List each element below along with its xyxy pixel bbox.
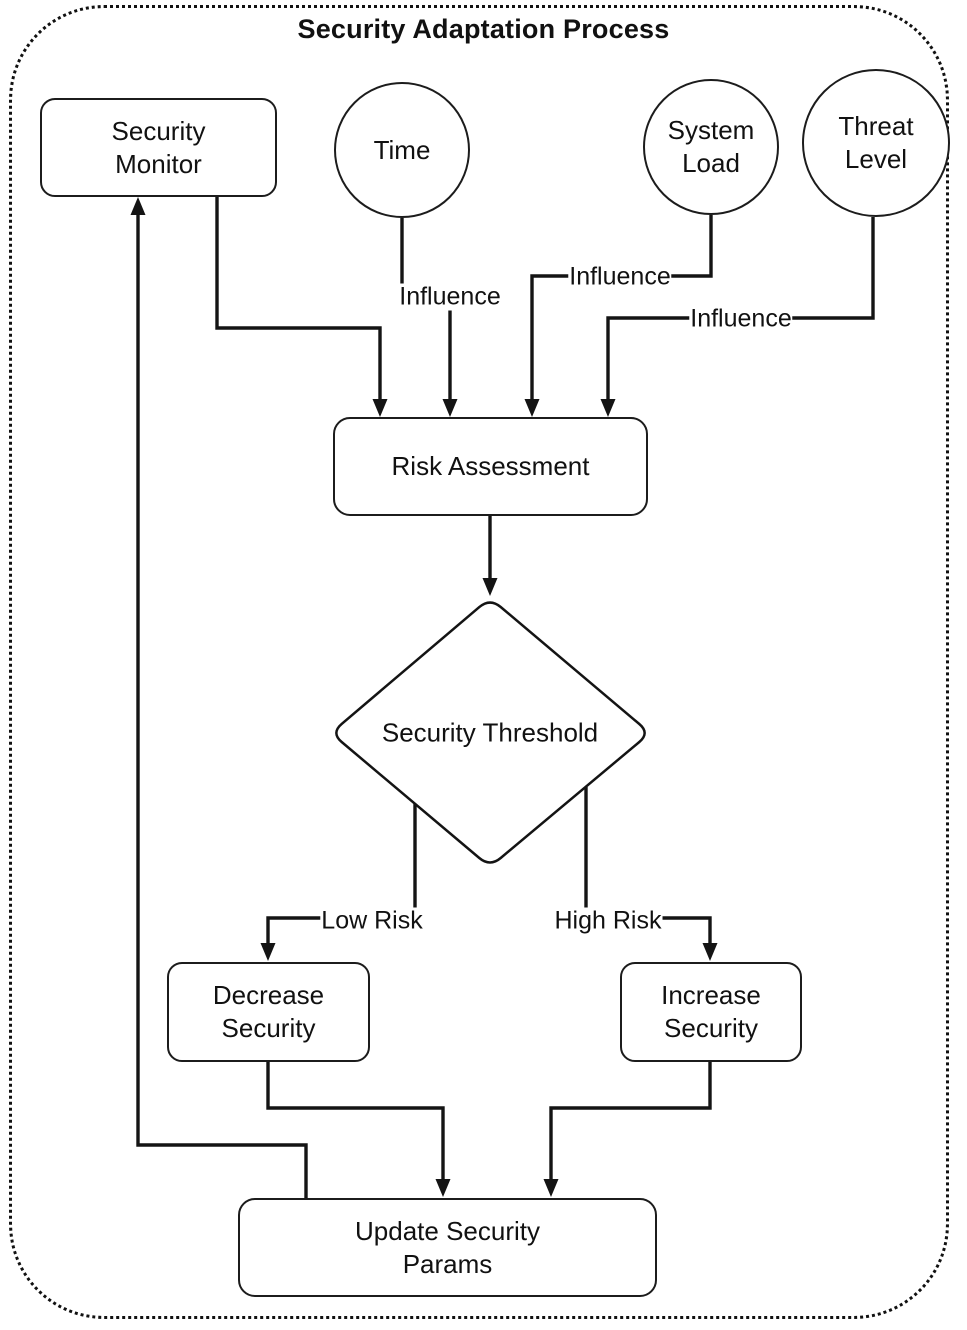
edge-monitor-to-risk	[215, 197, 382, 401]
arrowhead-into-risk-2	[442, 399, 458, 417]
arrowhead-into-increase	[702, 943, 718, 961]
edge-update-to-monitor-feedback	[136, 213, 308, 1198]
arrowhead-into-decrease	[260, 943, 276, 961]
node-increase-security: Increase Security	[620, 962, 802, 1062]
security-threshold-diamond-shape	[335, 601, 646, 864]
arrowhead-into-update-left	[435, 1179, 451, 1197]
arrowhead-into-risk-4	[600, 399, 616, 417]
edge-decrease-to-update	[266, 1062, 445, 1181]
node-threat-level: Threat Level	[802, 69, 950, 217]
arrowhead-into-threshold	[482, 578, 498, 596]
node-decrease-security: Decrease Security	[167, 962, 370, 1062]
node-system-load: System Load	[643, 79, 779, 215]
edge-lowrisk-to-decrease	[266, 916, 340, 945]
node-time: Time	[334, 82, 470, 218]
edge-increase-to-update	[549, 1062, 712, 1181]
arrowhead-into-update-right	[543, 1179, 559, 1197]
node-security-monitor: Security Monitor	[40, 98, 277, 197]
edge-label-low-risk: Low Risk	[320, 906, 424, 935]
edge-label-influence-threat-level: Influence	[689, 304, 793, 333]
diagram-title: Security Adaptation Process	[297, 14, 670, 44]
edge-highrisk-to-increase	[645, 916, 712, 945]
edge-threatlevel-to-label	[752, 217, 875, 320]
edge-systemload-to-label	[670, 215, 713, 278]
process-boundary-dotted-border	[9, 5, 949, 1319]
edge-label-influence-time: Influence	[398, 282, 502, 311]
arrowhead-into-risk-3	[524, 399, 540, 417]
edge-label-high-risk: High Risk	[553, 906, 663, 935]
arrowhead-into-monitor	[130, 197, 146, 215]
edge-label-influence-system-load: Influence	[568, 262, 672, 291]
edge-label-to-risk-systemload	[530, 274, 573, 401]
arrowhead-into-risk-1	[372, 399, 388, 417]
node-update-security-params: Update Security Params	[238, 1198, 657, 1297]
node-security-threshold-label: Security Threshold	[381, 717, 599, 748]
node-risk-assessment: Risk Assessment	[333, 417, 648, 516]
